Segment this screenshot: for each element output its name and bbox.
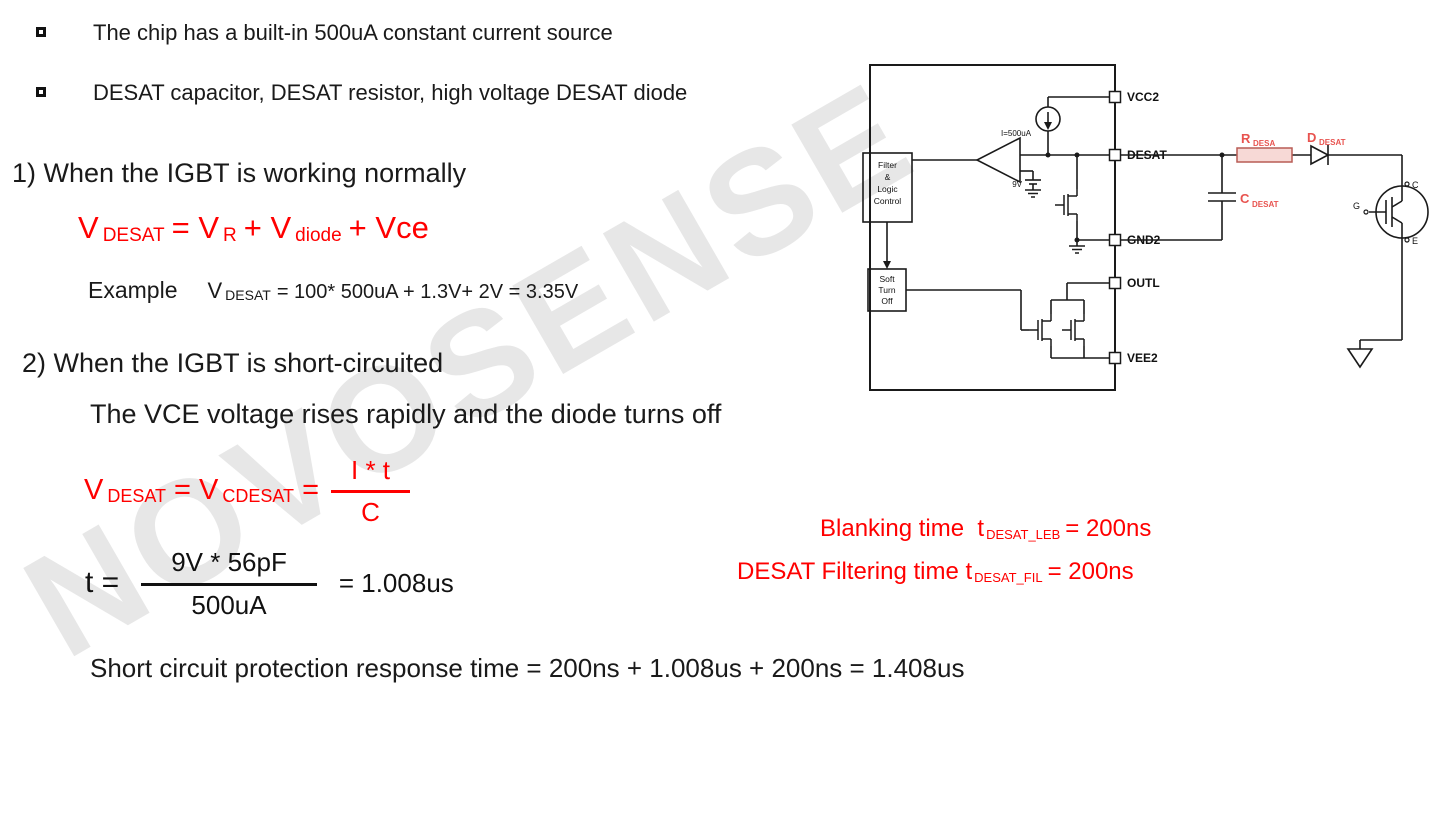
timing-text: DESAT Filtering time t <box>737 558 973 585</box>
filter-block-line: & <box>885 172 891 182</box>
conclusion-line: Short circuit protection response time =… <box>90 653 965 683</box>
igbt-emitter-label: E <box>1412 236 1418 246</box>
comparator <box>912 136 1109 184</box>
bullet-text: DESAT capacitor, DESAT resistor, high vo… <box>93 80 688 105</box>
filter-block-line: Filter <box>878 160 897 170</box>
fraction-numerator: 9V * 56pF <box>141 547 317 586</box>
desat-external-wires <box>1120 152 1402 241</box>
capacitor-cdesat <box>1208 192 1236 202</box>
fraction-denominator: C <box>361 497 380 527</box>
igbt <box>1363 155 1429 243</box>
pin-square-desat <box>1108 148 1122 162</box>
section2-description: The VCE voltage rises rapidly and the di… <box>90 399 722 429</box>
chip-pins: VCC2 DESAT GND2 OUTL VEE2 <box>1108 90 1167 365</box>
clamp-mosfet <box>1054 152 1109 254</box>
resistor-label: R <box>1241 131 1251 146</box>
bullet-square-icon <box>36 27 46 37</box>
desat-circuit-diagram: I=500uA 9V <box>862 64 1429 391</box>
formula-subscript: CDESAT <box>222 486 295 507</box>
timing-value: = 200ns <box>1047 558 1134 585</box>
formula-subscript: R <box>223 225 237 246</box>
driver-chip-outline <box>869 64 1116 391</box>
fraction: 9V * 56pF 500uA <box>141 547 317 621</box>
section2-heading: 2) When the IGBT is short-circuited <box>22 348 444 378</box>
formula-term: = 100* 500uA + 1.3V+ 2V = 3.35V <box>276 281 579 303</box>
resistor-rdesat <box>1236 147 1293 163</box>
diode-label-subscript: DESAT <box>1319 138 1346 147</box>
formula-term: = <box>302 474 319 507</box>
vref-label: 9V <box>1012 180 1022 189</box>
diode-label: D <box>1307 130 1316 145</box>
formula-subscript: DESAT <box>102 225 165 246</box>
timing-subscript: DESAT_FIL <box>974 570 1043 585</box>
capacitor-label: C <box>1240 191 1250 206</box>
fraction: I * t C <box>331 455 411 528</box>
slide-content: The chip has a built-in 500uA constant c… <box>12 20 1439 683</box>
filter-to-soft-wire <box>883 222 891 269</box>
formula-subscript: diode <box>295 225 342 246</box>
diode-ddesat <box>1310 144 1330 166</box>
bullet-item: DESAT capacitor, DESAT resistor, high vo… <box>36 80 687 106</box>
formula-term: t = <box>85 565 120 599</box>
capacitor-label-subscript: DESAT <box>1252 200 1279 209</box>
formula-result: = 1.008us <box>338 567 454 598</box>
timing-value: = 200ns <box>1065 515 1152 542</box>
soft-block-line: Off <box>881 296 893 306</box>
fraction-denominator: 500uA <box>191 590 267 620</box>
formula-term: = V <box>171 210 220 245</box>
output-mosfets <box>906 282 1109 359</box>
formula-term: V <box>78 210 99 245</box>
slide: NOVOSENSE The chip has a built-in 500uA … <box>0 20 1439 689</box>
pin-square-outl <box>1108 276 1122 290</box>
timing-text: Blanking time t <box>820 515 985 542</box>
time-calculation: t = 9V * 56pF 500uA = 1.008us <box>85 547 454 621</box>
formula-term: = V <box>174 474 219 507</box>
bullet-text: The chip has a built-in 500uA constant c… <box>93 20 613 45</box>
ground-symbol <box>1346 238 1403 369</box>
current-source-label: I=500uA <box>1001 129 1032 138</box>
formula-term: + V <box>243 210 292 245</box>
fraction-numerator: I * t <box>331 455 411 493</box>
igbt-collector-label: C <box>1412 180 1419 190</box>
resistor-label-subscript: DESA <box>1253 139 1275 148</box>
pin-square-vee2 <box>1108 351 1122 365</box>
example-label: Example <box>88 277 178 303</box>
current-source <box>1035 96 1109 155</box>
soft-block-line: Turn <box>878 285 895 295</box>
pin-label-outl: OUTL <box>1127 276 1160 290</box>
formula-term: V <box>207 278 223 303</box>
timing-subscript: DESAT_LEB <box>986 527 1061 542</box>
formula-subscript: DESAT <box>225 287 271 303</box>
bullet-square-icon <box>36 87 46 97</box>
pin-square-gnd2 <box>1108 233 1122 247</box>
formula-subscript: DESAT <box>107 486 167 507</box>
bullet-item: The chip has a built-in 500uA constant c… <box>36 20 613 46</box>
pin-label-vcc2: VCC2 <box>1127 90 1159 104</box>
igbt-gate-label: G <box>1353 201 1360 211</box>
vref-9v <box>1020 170 1042 198</box>
formula-term: + Vce <box>348 210 429 245</box>
pin-square-vcc2 <box>1108 90 1122 104</box>
filter-block-line: Logic <box>877 184 898 194</box>
formula-term: V <box>84 474 104 507</box>
soft-block-line: Soft <box>879 274 895 284</box>
filter-block-line: Control <box>874 196 902 206</box>
circuit-diagram-container: I=500uA 9V <box>855 50 1439 410</box>
pin-label-vee2: VEE2 <box>1127 351 1158 365</box>
section1-heading: 1) When the IGBT is working normally <box>12 158 467 188</box>
